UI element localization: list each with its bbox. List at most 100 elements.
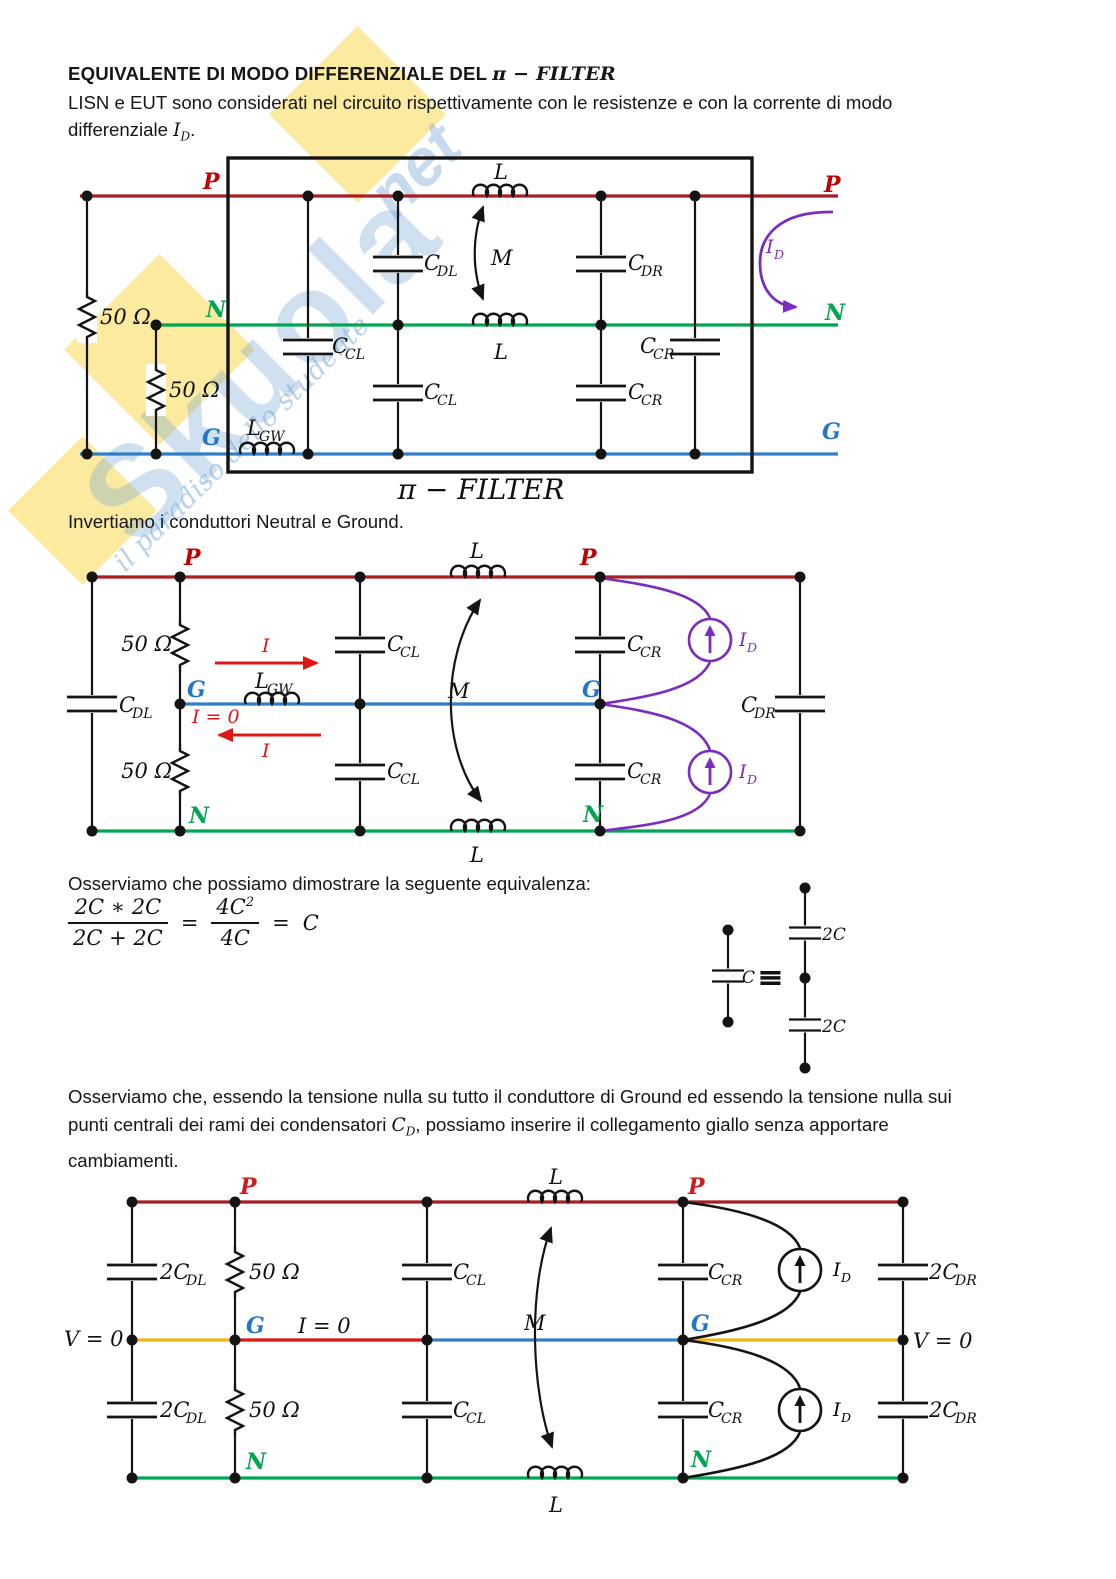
inductor-label: L [548, 1165, 563, 1189]
cdl-label: C [119, 693, 135, 717]
capacitor-ccr [572, 634, 628, 656]
current-zero-label: I = 0 [297, 1314, 351, 1338]
current-source-id [777, 1247, 823, 1293]
ccl-sub: CL [466, 1273, 486, 1289]
capacitor-2cdl [104, 1399, 160, 1421]
junction-dot [302, 448, 314, 460]
junction-dot [174, 698, 186, 710]
junction-dot [794, 825, 806, 837]
lgw-label: L [254, 669, 269, 693]
inductor-l-neutral [449, 818, 507, 833]
intro-line-1: LISN e EUT sono considerati nel circuito… [68, 91, 893, 113]
ccl-sub: CL [437, 393, 457, 409]
id-label: I [738, 629, 747, 651]
id-sub: D [840, 1270, 851, 1285]
cdr-sub: DR [640, 264, 663, 280]
page-title: EQUIVALENTE DI MODO DIFFERENZIALE DEL π … [68, 63, 616, 85]
paragraph-invert: Invertiamo i conduttori Neutral e Ground… [68, 511, 404, 532]
equation-result: C [302, 910, 319, 935]
resistor-label: 50 Ω [100, 305, 151, 329]
junction-dot [392, 448, 404, 460]
junction-dot [392, 190, 404, 202]
junction-dot [897, 1196, 909, 1208]
cdl-sub: DL [131, 706, 153, 722]
ccr-sub: CR [641, 393, 663, 409]
2cdl-label: 2C [159, 1260, 189, 1284]
ccr-label: C [627, 759, 643, 783]
id-source-wire [599, 702, 712, 751]
id-source-wire [599, 793, 712, 833]
junction-dot [689, 190, 701, 202]
phase-label: P [183, 545, 202, 571]
ccr-sub: CR [640, 772, 662, 788]
2cdl-sub: DL [185, 1273, 207, 1289]
inductor-l-neutral [526, 1465, 584, 1480]
junction-dot [150, 319, 162, 331]
mutual-coupling-arrow [533, 1226, 554, 1449]
ccl-label: C [453, 1398, 469, 1422]
resistor-label: 50 Ω [121, 632, 172, 656]
junction-dot [421, 1196, 433, 1208]
equivalence-mini-diagram: C ≡ 2C 2C [709, 882, 846, 1074]
capacitor-2cdl [104, 1261, 160, 1283]
junction-dot [174, 825, 186, 837]
phase-label: P [687, 1174, 706, 1200]
capacitor-cdl [370, 253, 426, 275]
junction-dot [594, 571, 606, 583]
junction-dot [897, 1334, 909, 1346]
resistor-label: 50 Ω [249, 1398, 300, 1422]
neutral-label: N [690, 1447, 712, 1473]
junction-dot [81, 448, 93, 460]
junction-dot [595, 319, 607, 331]
current-label: I [261, 635, 270, 657]
2cdr-label: 2C [928, 1398, 958, 1422]
resistor-label: 50 Ω [169, 378, 220, 402]
inductor-label: L [548, 1493, 563, 1517]
phase-label: P [823, 172, 842, 198]
junction-dot [354, 825, 366, 837]
neutral-label: N [245, 1449, 267, 1475]
2cdl-label: 2C [159, 1398, 189, 1422]
junction-dot [126, 1196, 138, 1208]
2cdr-sub: DR [954, 1273, 977, 1289]
c-label: C [742, 968, 755, 988]
pi-filter-caption: π − FILTER [397, 473, 565, 506]
neutral-label: N [824, 300, 846, 326]
2c-label: 2C [821, 925, 846, 945]
ground-label: G [582, 677, 601, 703]
2c-label: 2C [821, 1017, 846, 1037]
current-source-id [687, 749, 733, 795]
capacitor-ccr [573, 382, 629, 404]
phase-label: P [579, 545, 598, 571]
lgw-label: L [246, 416, 261, 440]
capacitor-ccl [332, 634, 388, 656]
resistor-label: 50 Ω [121, 759, 172, 783]
inductor-l-neutral [471, 312, 529, 327]
junction-dot [229, 1196, 241, 1208]
ccr-sub: CR [640, 645, 662, 661]
capacitor-ccl [399, 1399, 455, 1421]
junction-dot [595, 190, 607, 202]
inductor-label: L [469, 843, 484, 867]
phase-label: P [202, 169, 221, 195]
capacitor-cdr [772, 693, 828, 715]
junction-dot [794, 571, 806, 583]
ccr-label: C [640, 334, 656, 358]
inductor-l-phase [471, 183, 529, 198]
intro-line-2: differenziale ID. [68, 119, 196, 144]
fraction-1-numerator: 2C ∗ 2C [74, 895, 162, 919]
cdl-sub: DL [436, 264, 458, 280]
junction-dot [126, 1334, 138, 1346]
ground-label: G [202, 425, 221, 451]
diagram-inverted-conductors: 50 Ω 50 Ω CDL CCL CCL CCR CCR CDR L L LG… [64, 539, 828, 867]
junction-dot [150, 448, 162, 460]
lgw-sub: GW [267, 682, 294, 698]
ground-label: G [246, 1313, 265, 1339]
id-current-arrow [758, 210, 834, 313]
junction-dot [229, 1334, 241, 1346]
mutual-label: M [523, 1311, 546, 1335]
id-source-wire [682, 1338, 802, 1389]
ccr-label: C [708, 1260, 724, 1284]
ccl-label: C [453, 1260, 469, 1284]
